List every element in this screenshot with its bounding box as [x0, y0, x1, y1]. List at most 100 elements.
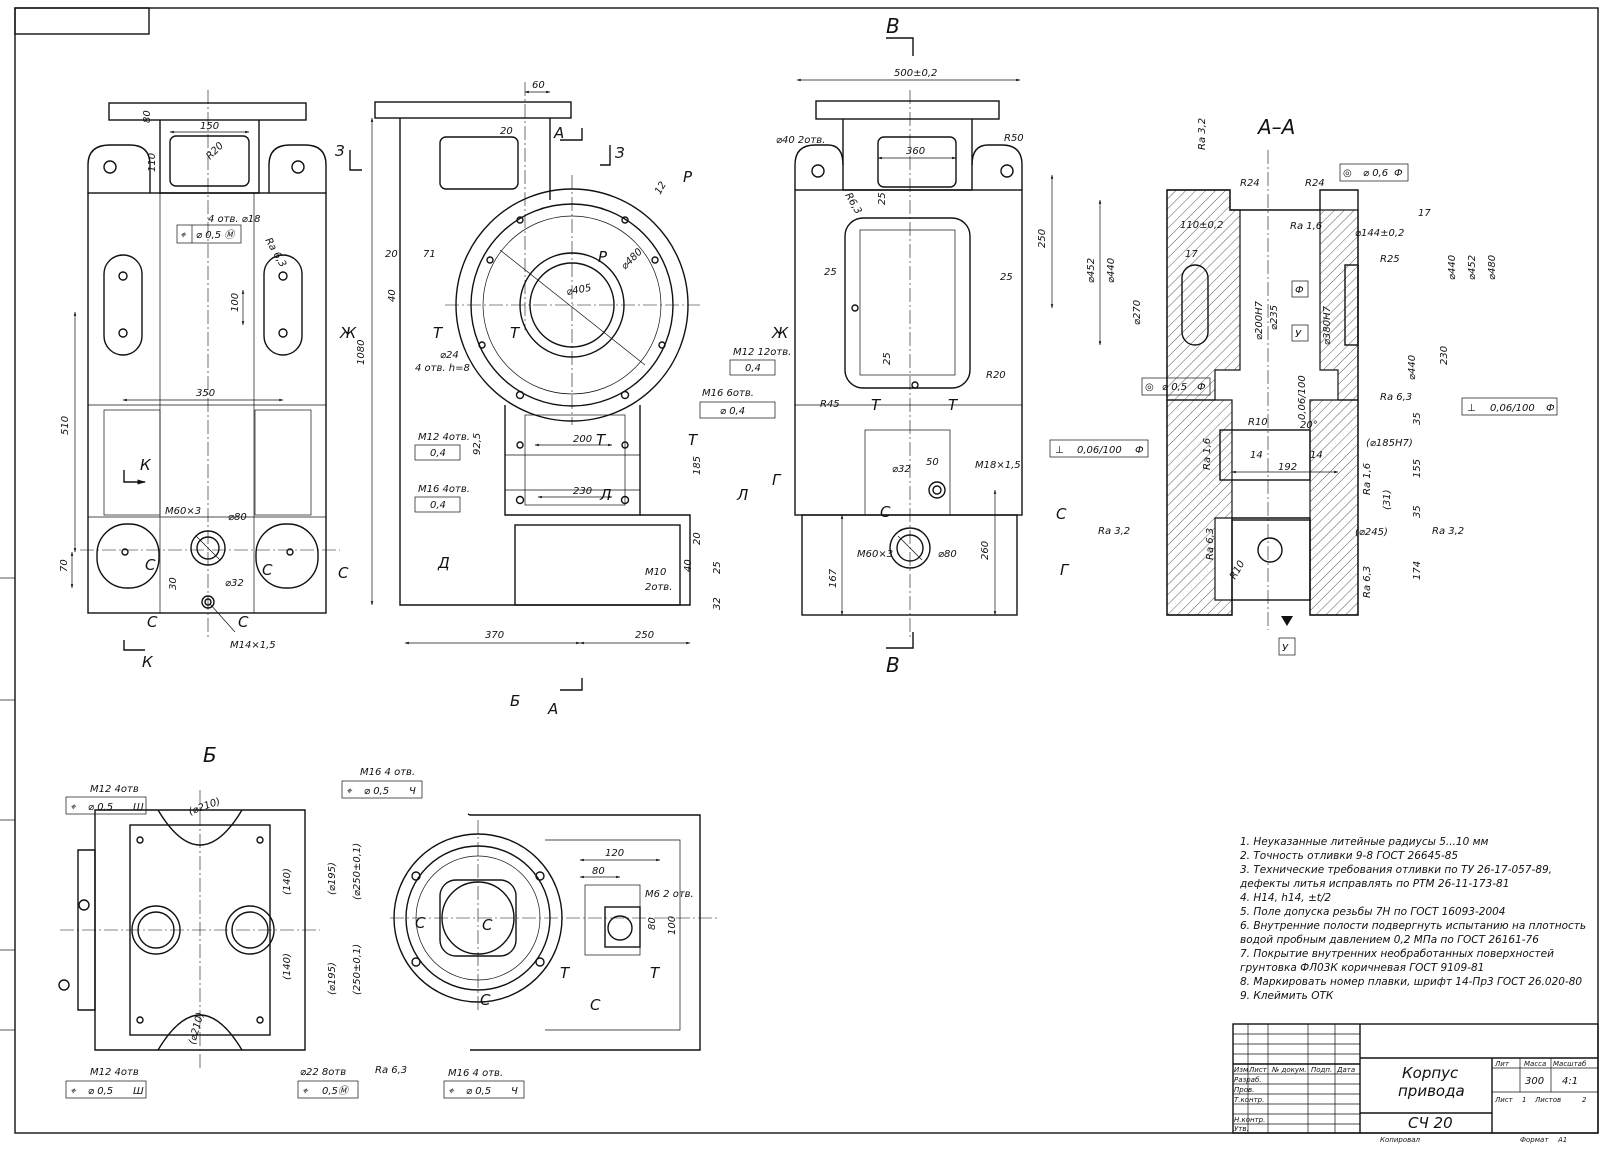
sheet-frame [0, 7, 1599, 1134]
dim-260: 260 [980, 541, 991, 560]
fcf-phi04: ⌀ 0,4 [720, 406, 745, 417]
dim-140-top: (140) [282, 868, 293, 895]
dim-phi200h7: ⌀200H7 [1254, 300, 1265, 340]
dim-phi480: ⌀480 [619, 247, 645, 273]
note-4: 4. H14, h14, ±t/2 [1240, 892, 1331, 904]
note-3-cont: дефекты литья исправлять по РТМ 26-11-17… [1239, 878, 1509, 890]
dim-167: 167 [828, 568, 839, 588]
dim-110: 110±0,2 [1180, 220, 1223, 231]
view-b-title: Б [203, 743, 217, 767]
rear-view: 500±0,2 360 R50 ⌀40 2отв. R6,3 25 250 25… [771, 14, 1070, 677]
dim-25a: 25 [877, 192, 888, 205]
position-symbol: ⌖ [180, 230, 187, 241]
dim-140-bottom: (140) [282, 953, 293, 980]
angle-20deg: 20° [1300, 420, 1318, 431]
dim-14a: 14 [1250, 450, 1263, 461]
dim-100: 100 [667, 916, 678, 935]
dim-31: (31) [1382, 489, 1393, 510]
tb-role-prov: Пров. [1234, 1086, 1254, 1094]
col-mass: Масса [1524, 1060, 1546, 1068]
dim-370: 370 [485, 630, 504, 641]
dim-17b: 17 [1185, 249, 1198, 260]
datum-sh-2: Ш [133, 1086, 144, 1097]
dim-r25: R25 [1380, 254, 1400, 265]
format-label: Формат [1520, 1136, 1549, 1144]
col-lit: Лит [1494, 1060, 1510, 1068]
label-p-mid: Р [598, 248, 608, 266]
ra-1-6-b: Ra 1,6 [1202, 438, 1213, 470]
dim-phi380h7: ⌀380H7 [1322, 305, 1333, 345]
dim-phi185h7: (⌀185H7) [1366, 438, 1413, 449]
dim-70: 70 [59, 559, 70, 572]
label-a-bottom: А [547, 700, 558, 718]
dim-200: 200 [573, 434, 592, 445]
dim-250: 250 [1037, 229, 1048, 248]
dim-phi440-l: ⌀440 [1106, 258, 1117, 283]
scale-value: 4:1 [1562, 1076, 1578, 1087]
label-t-6: Т [948, 396, 959, 414]
holes-8: 4 отв. h=8 [415, 363, 470, 374]
dim-250: 250 [635, 630, 654, 641]
dim-100: 100 [230, 293, 241, 312]
ra-3-2-r: Ra 3,2 [1432, 526, 1464, 537]
dim-510: 510 [60, 416, 71, 435]
dim-r10: R10 [1248, 417, 1268, 428]
label-s-c1: С [415, 914, 426, 932]
datum-f-ref: Ф [1394, 168, 1403, 179]
label-s-6: С [880, 503, 891, 521]
thread-m12-bottom: M12 4отв [90, 1067, 139, 1078]
label-g-2: Г [1060, 561, 1070, 579]
dim-phi235: ⌀235 [1269, 305, 1280, 330]
dim-phi22-holes: ⌀22 8отв [300, 1067, 346, 1078]
thread-m60: M60×3 [165, 506, 201, 517]
label-t-3: Т [596, 431, 607, 449]
thread-m10-count: 2отв. [645, 582, 672, 593]
tb-sign: Подп. [1311, 1066, 1332, 1074]
label-v-top: В [886, 14, 900, 38]
dim-20: 20 [500, 126, 513, 137]
note-7-cont: грунтовка ФЛ03К коричневая ГОСТ 9109-81 [1240, 962, 1484, 974]
dim-phi452-r: ⌀452 [1467, 255, 1478, 280]
note-9: 9. Клеймить ОТК [1240, 990, 1334, 1002]
label-s-5: С [238, 613, 249, 631]
thread-m12-12: M12 12отв. [733, 347, 791, 358]
label-zh-right: Ж [771, 324, 789, 342]
dim-r24-b: R24 [1305, 178, 1325, 189]
dim-25c: 25 [1000, 272, 1013, 283]
dim-155: 155 [1412, 459, 1423, 478]
dim-phi80: ⌀80 [228, 512, 247, 523]
fcf-tolerance: ⌀ 0,5 Ⓜ [196, 229, 236, 241]
dim-60: 60 [532, 80, 545, 91]
thread-m12-top: M12 4отв [90, 784, 139, 795]
tb-date: Дата [1336, 1066, 1355, 1074]
perp-006-a: 0,06/100 [1297, 375, 1308, 420]
dim-14b: 14 [1310, 450, 1323, 461]
dim-32: 32 [712, 597, 723, 610]
thread-m16-top: M16 4 отв. [360, 767, 415, 778]
front-view: 150 80 110 R20 4 отв. ⌀18 ⌖ ⌀ 0,5 Ⓜ Ra 6… [59, 90, 349, 671]
side-view: 60 20 20 71 40 1080 ⌀24 4 отв. h=8 ⌀405 … [335, 80, 791, 718]
dim-185: 185 [692, 456, 703, 475]
datum-f-ref-2: Ф [1197, 382, 1206, 393]
tb-role-razrab: Разраб. [1234, 1076, 1262, 1084]
position-symbol-b1: ⌖ [70, 802, 77, 813]
dim-110: 110 [147, 153, 158, 172]
datum-ch-2: Ч [511, 1086, 518, 1097]
dim-phi195-bottom: (⌀195) [327, 962, 338, 995]
tb-role-utv: Утв. [1234, 1125, 1249, 1133]
dim-phi144: ⌀144±0,2 [1355, 228, 1404, 239]
note-8: 8. Маркировать номер плавки, шрифт 14-Пр… [1240, 976, 1582, 988]
dim-17: 17 [1418, 208, 1431, 219]
note-6: 6. Внутренние полости подвергнуть испыта… [1240, 920, 1586, 932]
datum-ch-1: Ч [409, 786, 416, 797]
label-z-right: З [615, 144, 625, 162]
concentricity-symbol-2: ◎ [1145, 382, 1154, 393]
sheets-total: 2 [1582, 1096, 1587, 1104]
datum-f-box: Ф [1295, 285, 1304, 296]
thread-m18: M18×1,5 [975, 460, 1021, 471]
label-p-top: Р [683, 168, 693, 186]
label-s-3: С [338, 564, 349, 582]
label-k-bottom: К [142, 653, 154, 671]
position-symbol-c1: ⌖ [346, 786, 353, 797]
